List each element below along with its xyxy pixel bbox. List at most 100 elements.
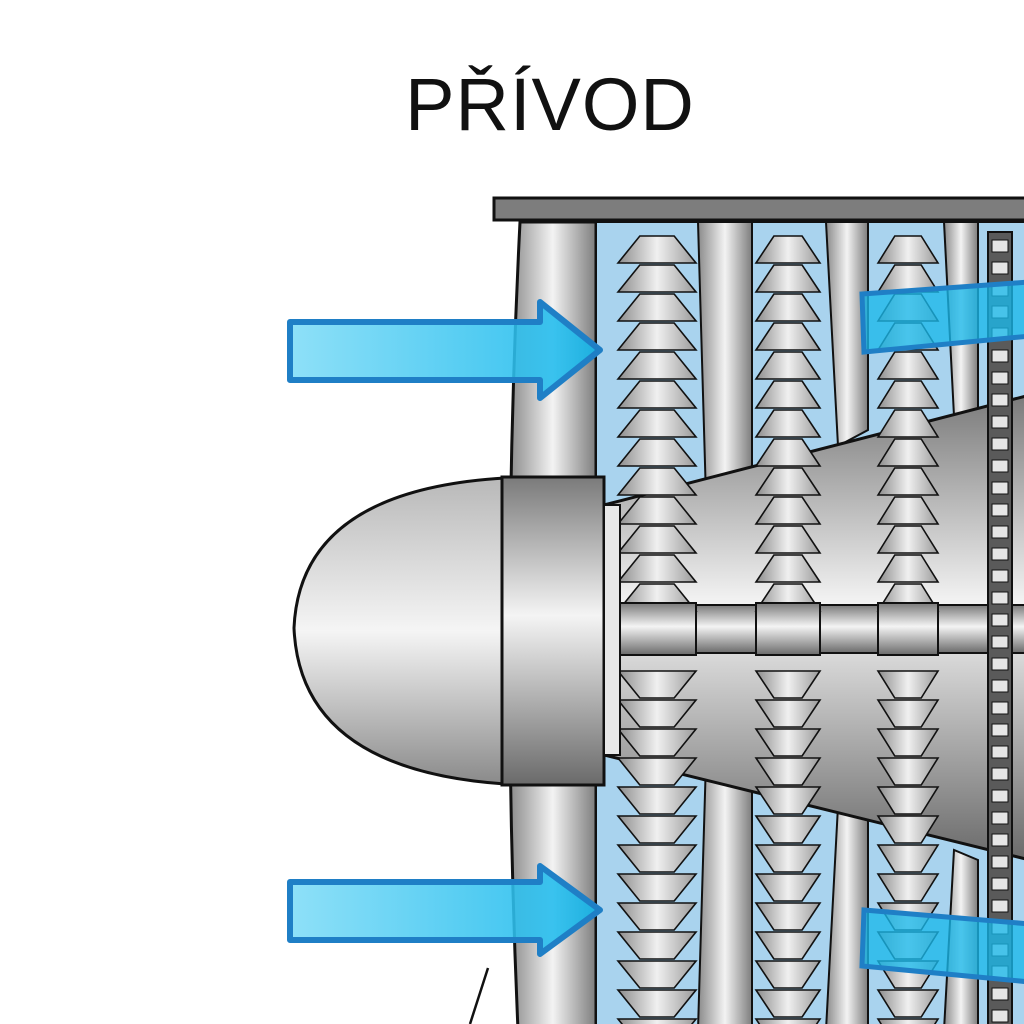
liner-body <box>987 231 1013 1024</box>
blade <box>616 815 698 844</box>
liner-slot <box>991 635 1009 649</box>
blade <box>616 728 698 757</box>
liner-slot <box>991 393 1009 407</box>
blade <box>754 960 822 989</box>
blade <box>616 873 698 902</box>
blade <box>876 235 940 264</box>
liner-slot <box>991 745 1009 759</box>
liner-slot <box>991 349 1009 363</box>
blade <box>876 554 940 583</box>
blade <box>616 670 698 699</box>
blade <box>754 1018 822 1024</box>
flow-band-upper <box>859 279 1024 355</box>
liner-slot <box>991 415 1009 429</box>
blade <box>754 786 822 815</box>
blade <box>616 322 698 351</box>
blade-hub-band <box>877 602 939 656</box>
liner-slot <box>991 877 1009 891</box>
liner-slot <box>991 679 1009 693</box>
blade <box>754 467 822 496</box>
leader-line <box>468 967 490 1024</box>
blade <box>876 380 940 409</box>
stator-vanes <box>696 221 979 1024</box>
blade <box>876 409 940 438</box>
blade <box>876 873 940 902</box>
liner-slot <box>991 481 1009 495</box>
blade-hub-band <box>755 602 821 656</box>
blade <box>616 496 698 525</box>
blade <box>754 554 822 583</box>
blade <box>876 844 940 873</box>
liner-slot <box>991 437 1009 451</box>
liner-slot <box>991 987 1009 1001</box>
blade <box>876 1018 940 1024</box>
liner-slot <box>991 547 1009 561</box>
blade <box>616 235 698 264</box>
blade <box>754 235 822 264</box>
liner-slot <box>991 239 1009 253</box>
blade <box>616 467 698 496</box>
liner-slot <box>991 591 1009 605</box>
blade <box>876 728 940 757</box>
spinner-hub <box>500 475 606 787</box>
blade <box>754 264 822 293</box>
blade <box>616 931 698 960</box>
blade <box>876 670 940 699</box>
blade <box>616 902 698 931</box>
liner-slot <box>991 1009 1009 1023</box>
blade <box>616 380 698 409</box>
blade <box>876 496 940 525</box>
blade <box>616 757 698 786</box>
blade <box>876 525 940 554</box>
liner-slot <box>991 261 1009 275</box>
blade <box>754 525 822 554</box>
liner-slot <box>991 657 1009 671</box>
liner-slot <box>991 789 1009 803</box>
blade <box>754 873 822 902</box>
liner-slot <box>991 811 1009 825</box>
liner-slot <box>991 613 1009 627</box>
liner-slot <box>991 767 1009 781</box>
blade <box>754 380 822 409</box>
blade <box>616 409 698 438</box>
blade <box>754 931 822 960</box>
engine-casing <box>492 196 1024 222</box>
blade <box>754 409 822 438</box>
blade <box>754 670 822 699</box>
liner-slot <box>991 833 1009 847</box>
blade <box>876 786 940 815</box>
blade <box>754 351 822 380</box>
blade <box>754 496 822 525</box>
blade <box>754 815 822 844</box>
blade <box>616 438 698 467</box>
blade-hub-band <box>617 602 697 656</box>
blade <box>754 902 822 931</box>
rotor-blades <box>616 235 940 1024</box>
blade <box>876 467 940 496</box>
blade <box>616 699 698 728</box>
liner-slot <box>991 899 1009 913</box>
hub-collar <box>603 504 621 756</box>
blade <box>754 293 822 322</box>
blade <box>876 438 940 467</box>
blade <box>616 844 698 873</box>
liner-slot <box>991 723 1009 737</box>
liner-slot <box>991 525 1009 539</box>
combustor-liner <box>987 231 1013 1024</box>
liner-slot <box>991 503 1009 517</box>
blade <box>754 728 822 757</box>
liner-slot <box>991 459 1009 473</box>
blade <box>876 757 940 786</box>
blade <box>754 757 822 786</box>
nose-cone <box>292 476 507 786</box>
diagram-title: PŘÍVOD <box>405 63 695 146</box>
blade <box>754 438 822 467</box>
blade <box>876 351 940 380</box>
blade <box>616 264 698 293</box>
liner-slot <box>991 371 1009 385</box>
blade <box>876 989 940 1018</box>
liner-slot <box>991 701 1009 715</box>
arrow-right-icon <box>287 863 603 957</box>
blade <box>616 554 698 583</box>
blade <box>754 699 822 728</box>
